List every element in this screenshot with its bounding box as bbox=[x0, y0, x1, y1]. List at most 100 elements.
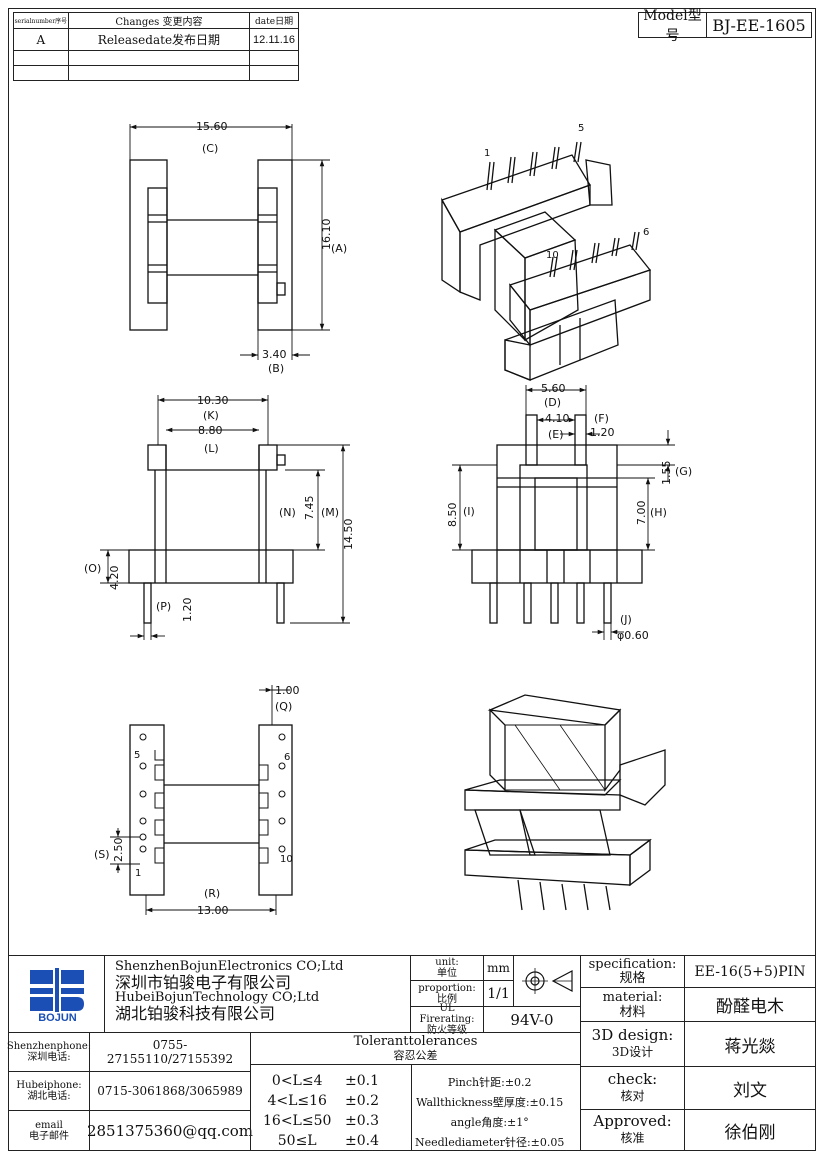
dim-label-d: (D) bbox=[544, 396, 561, 409]
dim-8-80: 8.80 bbox=[198, 424, 223, 437]
top-view bbox=[129, 159, 293, 331]
tolerance-title-cn: 容忍公差 bbox=[393, 1048, 438, 1062]
dim-1-20a: 1.20 bbox=[181, 598, 194, 623]
dim-label-s: (S) bbox=[94, 848, 110, 861]
first-angle-projection-icon bbox=[522, 968, 573, 994]
dim-label-p: (P) bbox=[156, 600, 171, 613]
bojun-logo-icon bbox=[29, 968, 84, 1012]
dim-3-40: 3.40 bbox=[262, 348, 287, 361]
company-cell: ShenzhenBojunElectronics CO;Ltd 深圳市铂骏电子有… bbox=[104, 955, 411, 1033]
sz-phone-label-cn: 深圳电话: bbox=[27, 1052, 71, 1063]
spec-value: EE-16(5+5)PIN bbox=[684, 955, 816, 988]
dim-16-10: 16.10 bbox=[320, 219, 333, 251]
dim-label-n: (N) bbox=[279, 506, 296, 519]
tolerance-range: 50≤L bbox=[277, 1133, 317, 1149]
tolerance-value: ±0.3 bbox=[345, 1113, 379, 1129]
dim-1-55: 1.55 bbox=[660, 461, 673, 486]
rev-empty bbox=[67, 65, 251, 81]
dim-7-00: 7.00 bbox=[635, 501, 648, 526]
dim-13-00: 13.00 bbox=[197, 904, 229, 917]
email-label-en: email bbox=[35, 1119, 63, 1131]
hb-phone-label-en: Hubeiphone: bbox=[16, 1080, 82, 1091]
company-name-cn-1: 深圳市铂骏电子有限公司 bbox=[115, 973, 292, 992]
dim-label-j: (J) bbox=[620, 613, 632, 626]
approved-label-cell: Approved:核准 bbox=[580, 1109, 685, 1151]
dim-label-i: (I) bbox=[463, 505, 475, 518]
pin-label-1: 1 bbox=[484, 148, 490, 159]
material-label-cell: material:材料 bbox=[580, 987, 685, 1022]
dim-label-h: (H) bbox=[650, 506, 667, 519]
tolerance-ranges-cell: 0<L≤4 4<L≤16 16<L≤50 50≤L ±0.1 ±0.2 ±0.3… bbox=[250, 1064, 412, 1151]
dim-4-10: 4.10 bbox=[545, 412, 570, 425]
bottom-pin-1: 1 bbox=[135, 868, 141, 879]
material-label-en: material: bbox=[602, 989, 663, 1005]
dim-4-20: 4.20 bbox=[108, 566, 121, 591]
dim-label-g: (G) bbox=[675, 465, 692, 478]
tolerance-values: ±0.1 ±0.2 ±0.3 ±0.4 bbox=[345, 1071, 379, 1151]
tolerance-range: 4<L≤16 bbox=[267, 1093, 327, 1109]
dim-label-m: (M) bbox=[321, 506, 339, 519]
tolerance-note: Needlediameter针径:±0.05 bbox=[415, 1136, 565, 1149]
dim-label-a: (A) bbox=[331, 242, 347, 255]
company-name-en-1: ShenzhenBojunElectronics CO;Ltd bbox=[115, 959, 344, 974]
bottom-view bbox=[129, 724, 293, 896]
check-label-cn: 核对 bbox=[620, 1089, 645, 1103]
tolerance-value: ±0.2 bbox=[345, 1093, 379, 1109]
pin-label-6: 6 bbox=[643, 227, 649, 238]
material-value: 酚醛电木 bbox=[684, 987, 816, 1022]
company-name-cn-2: 湖北铂骏科技有限公司 bbox=[115, 1004, 276, 1023]
projection-cell bbox=[513, 955, 581, 1007]
front-view bbox=[471, 414, 643, 624]
isometric-view-pins-up bbox=[441, 141, 652, 381]
logo-cell: BOJUN bbox=[8, 955, 105, 1033]
dim-7-45: 7.45 bbox=[303, 496, 316, 521]
unit-label-cell: unit:单位 bbox=[410, 955, 484, 981]
dim-label-e: (E) bbox=[548, 428, 564, 441]
isometric-view-pins-down bbox=[464, 694, 666, 911]
side-view bbox=[128, 444, 294, 624]
check-value: 刘文 bbox=[684, 1066, 816, 1110]
ul-label-cn: 防火等级 bbox=[427, 1025, 467, 1036]
tolerance-notes: Pinch针距:±0.2 Wallthickness壁厚度:±0.15 angl… bbox=[415, 1073, 564, 1153]
ul-label-en: UL Firerating: bbox=[419, 1003, 475, 1025]
dim-label-o: (O) bbox=[84, 562, 101, 575]
design-label-cell: 3D design:3D设计 bbox=[580, 1021, 685, 1067]
check-label-en: check: bbox=[607, 1070, 658, 1088]
hb-phone-label-cell: Hubeiphone:湖北电话: bbox=[8, 1071, 90, 1111]
dim-5-60: 5.60 bbox=[541, 382, 566, 395]
tolerance-title-en: Toleranttolerances bbox=[353, 1033, 478, 1049]
design-label-en: 3D design: bbox=[591, 1026, 674, 1044]
dim-label-k: (K) bbox=[203, 409, 219, 422]
bottom-pin-6: 6 bbox=[284, 752, 290, 763]
dim-8-50: 8.50 bbox=[446, 503, 459, 528]
dim-label-q: (Q) bbox=[275, 700, 292, 713]
bottom-pin-10: 10 bbox=[280, 854, 293, 865]
dim-10-30: 10.30 bbox=[197, 394, 229, 407]
technical-drawing: 15.60 (C) 16.10 (A) 3.40 (B) 10.30 (K) 8… bbox=[84, 120, 692, 917]
dim-2-50: 2.50 bbox=[112, 838, 125, 863]
company-name-en-2: HubeiBojunTechnology CO;Ltd bbox=[115, 990, 320, 1005]
revision-table: serialnumber序号 Changes 变更内容 date日期 A Rel… bbox=[13, 12, 299, 81]
pin-label-10: 10 bbox=[546, 250, 559, 261]
model-value: BJ-EE-1605 bbox=[706, 12, 812, 38]
sz-phone-label-en: Shenzhenphone: bbox=[6, 1041, 92, 1052]
unit-label-cn: 单位 bbox=[437, 968, 457, 979]
dim-1-00: 1.00 bbox=[275, 684, 300, 697]
logo-text: BOJUN bbox=[38, 1012, 77, 1024]
unit-label-en: unit: bbox=[435, 957, 459, 968]
email-value: 2851375360@qq.com bbox=[87, 1110, 253, 1151]
dim-label-l: (L) bbox=[204, 442, 219, 455]
sz-phone-value: 0755-27155110/27155392 bbox=[89, 1032, 251, 1072]
dim-0-60: φ0.60 bbox=[617, 629, 649, 642]
title-block: BOJUN ShenzhenBojunElectronics CO;Ltd 深圳… bbox=[6, 955, 816, 1153]
proportion-label-en: proportion: bbox=[418, 982, 476, 994]
tolerance-value: ±0.4 bbox=[345, 1133, 379, 1149]
tolerance-note: Wallthickness壁厚度:±0.15 bbox=[416, 1096, 564, 1109]
ul-value: 94V-0 bbox=[483, 1006, 581, 1033]
dim-label-b: (B) bbox=[268, 362, 284, 375]
ul-label-cell: UL Firerating:防火等级 bbox=[410, 1003, 484, 1036]
dim-14-50: 14.50 bbox=[342, 519, 355, 551]
proportion-label-cn: 比例 bbox=[437, 993, 457, 1005]
